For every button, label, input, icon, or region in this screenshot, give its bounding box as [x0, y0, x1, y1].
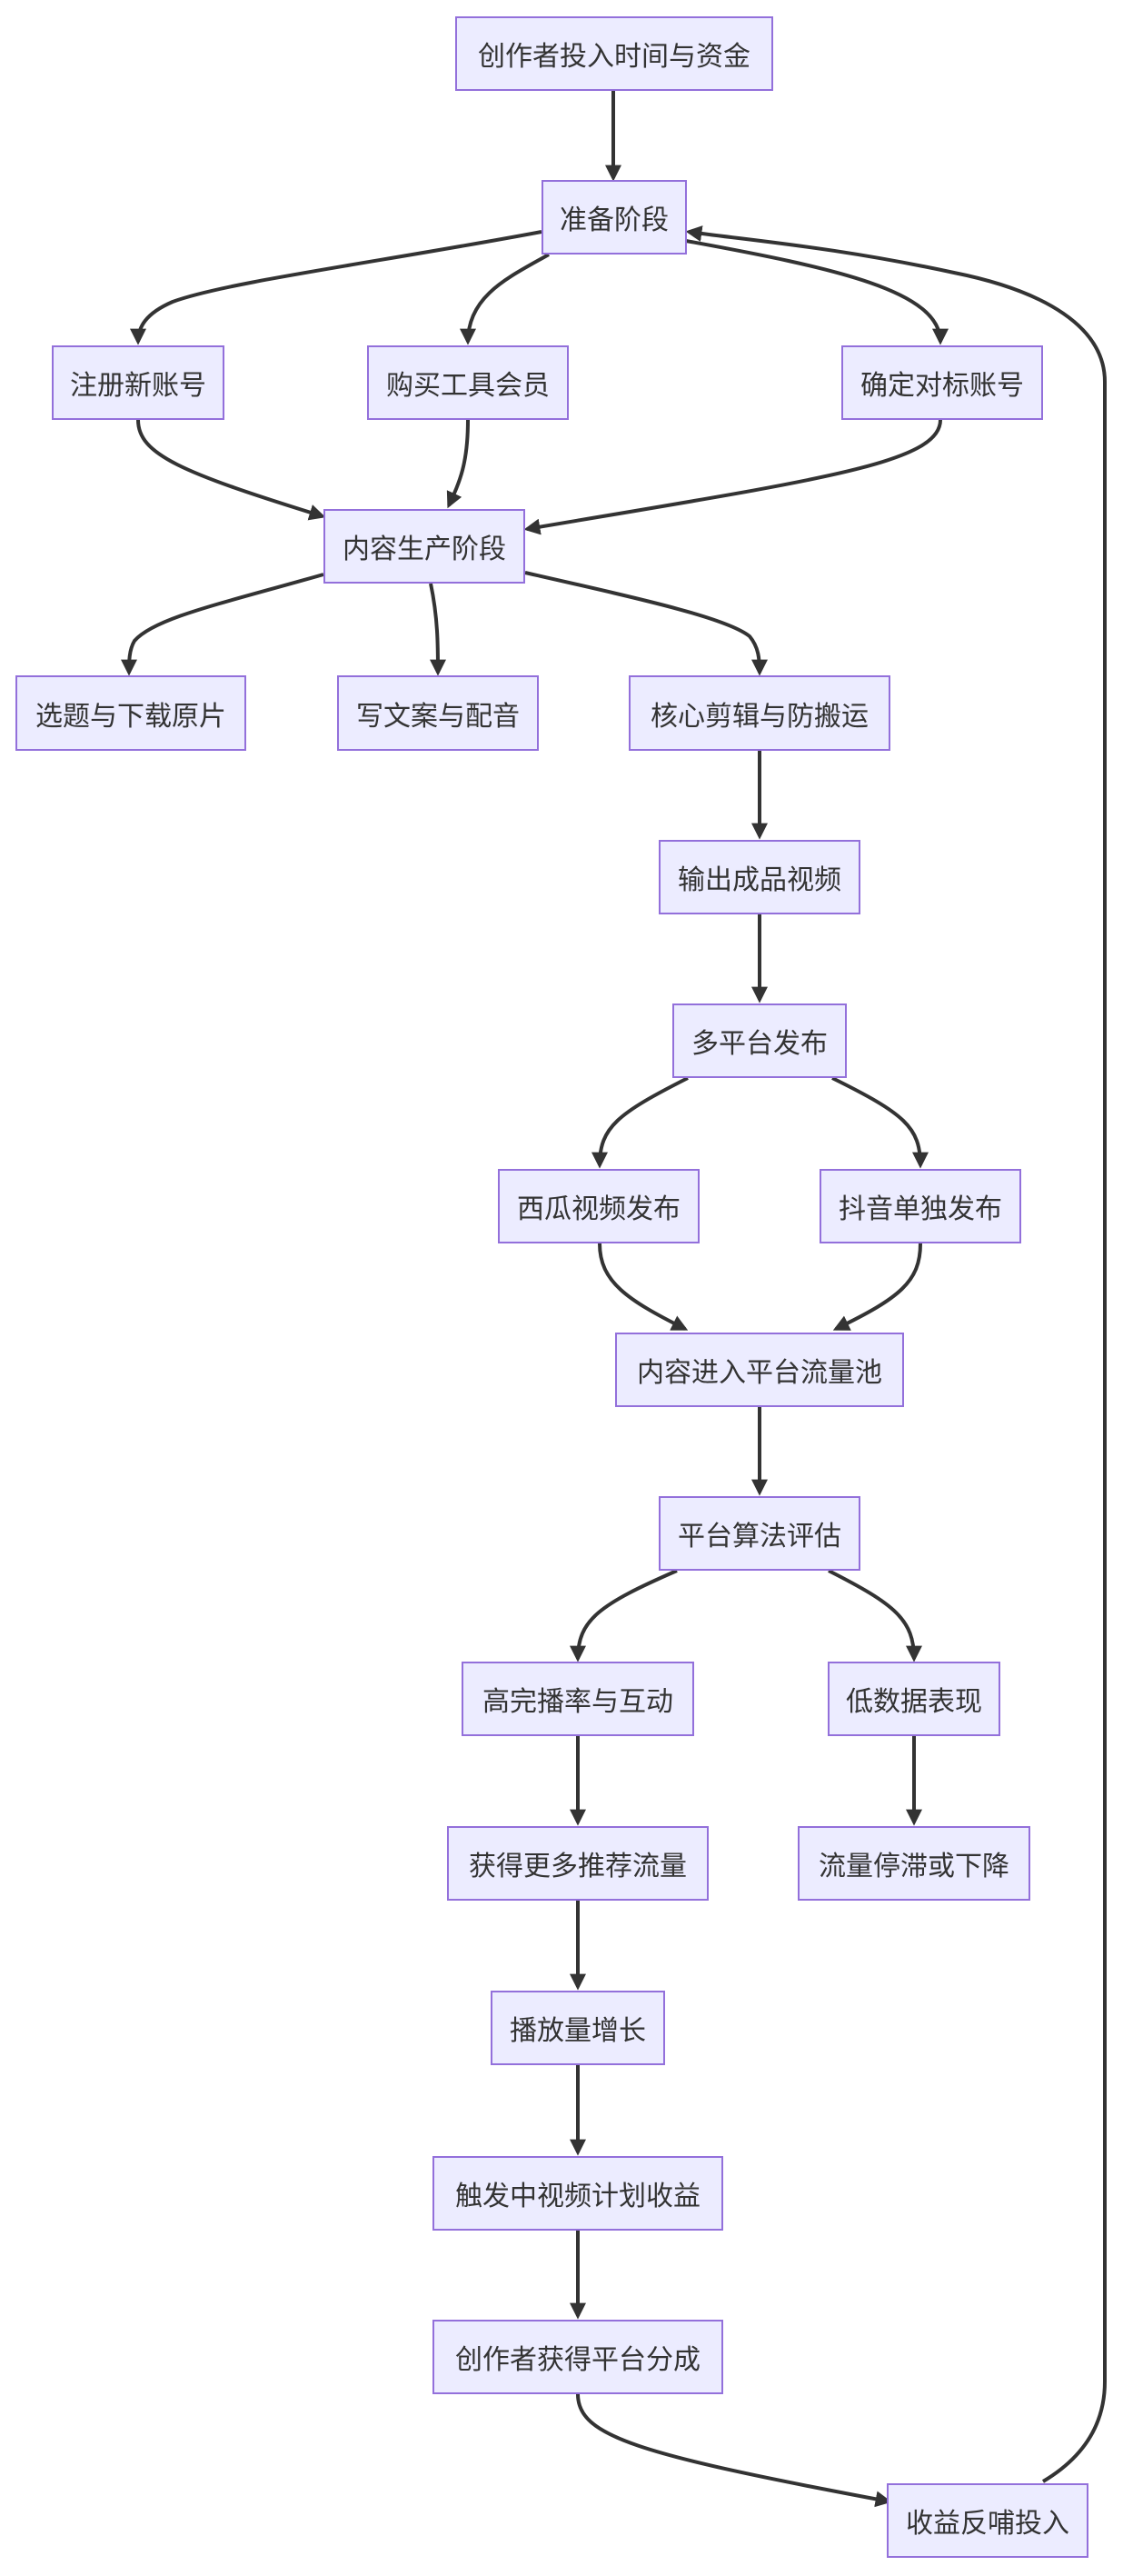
edge-prep-to-target: [685, 239, 949, 345]
edge-multi-publish-to-xigua: [591, 1076, 689, 1169]
edge-content-to-write: [429, 583, 446, 676]
node-creator-input: 创作者投入时间与资金: [455, 16, 773, 91]
node-xigua-publish: 西瓜视频发布: [498, 1169, 700, 1243]
edge-prep-to-register: [130, 230, 542, 345]
node-register-account: 注册新账号: [52, 345, 224, 420]
node-write-dub: 写文案与配音: [337, 675, 539, 751]
node-algo-eval: 平台算法评估: [659, 1496, 860, 1571]
edge-creator-share-to-reinvest: [576, 2393, 892, 2508]
node-low-data: 低数据表现: [828, 1662, 1000, 1736]
node-more-traffic: 获得更多推荐流量: [447, 1826, 709, 1901]
node-output-video: 输出成品视频: [659, 840, 860, 914]
node-buy-tools: 购买工具会员: [367, 345, 569, 420]
edge-buy-tools-to-content: [446, 419, 470, 509]
node-traffic-drop: 流量停滞或下降: [798, 1826, 1030, 1901]
node-trigger-revenue: 触发中视频计划收益: [432, 2156, 723, 2231]
edge-register-to-content: [136, 419, 326, 521]
edge-algo-to-low-data: [828, 1569, 922, 1662]
node-content-stage: 内容生产阶段: [323, 509, 525, 584]
node-select-download: 选题与下载原片: [15, 675, 246, 751]
edge-xigua-to-traffic-pool: [598, 1243, 689, 1331]
edge-content-to-core-edit: [524, 571, 768, 676]
edge-reinvest-to-prep: [685, 225, 1107, 2483]
node-douyin-publish: 抖音单独发布: [820, 1169, 1021, 1243]
edge-douyin-to-traffic-pool: [832, 1243, 922, 1331]
edge-content-to-select: [121, 573, 324, 676]
node-core-edit: 核心剪辑与防搬运: [629, 675, 890, 751]
edge-algo-to-high-completion: [570, 1569, 678, 1662]
node-target-account: 确定对标账号: [841, 345, 1043, 420]
edge-target-to-content: [523, 419, 942, 535]
node-prep-stage: 准备阶段: [542, 180, 687, 255]
edge-multi-publish-to-douyin: [831, 1076, 929, 1169]
node-multi-publish: 多平台发布: [672, 1003, 847, 1078]
node-play-growth: 播放量增长: [491, 1991, 665, 2065]
node-reinvest: 收益反哺投入: [887, 2483, 1088, 2558]
node-high-completion: 高完播率与互动: [462, 1662, 694, 1736]
node-traffic-pool: 内容进入平台流量池: [615, 1333, 904, 1407]
node-creator-share: 创作者获得平台分成: [432, 2320, 723, 2394]
edge-prep-to-buy-tools: [460, 253, 550, 345]
